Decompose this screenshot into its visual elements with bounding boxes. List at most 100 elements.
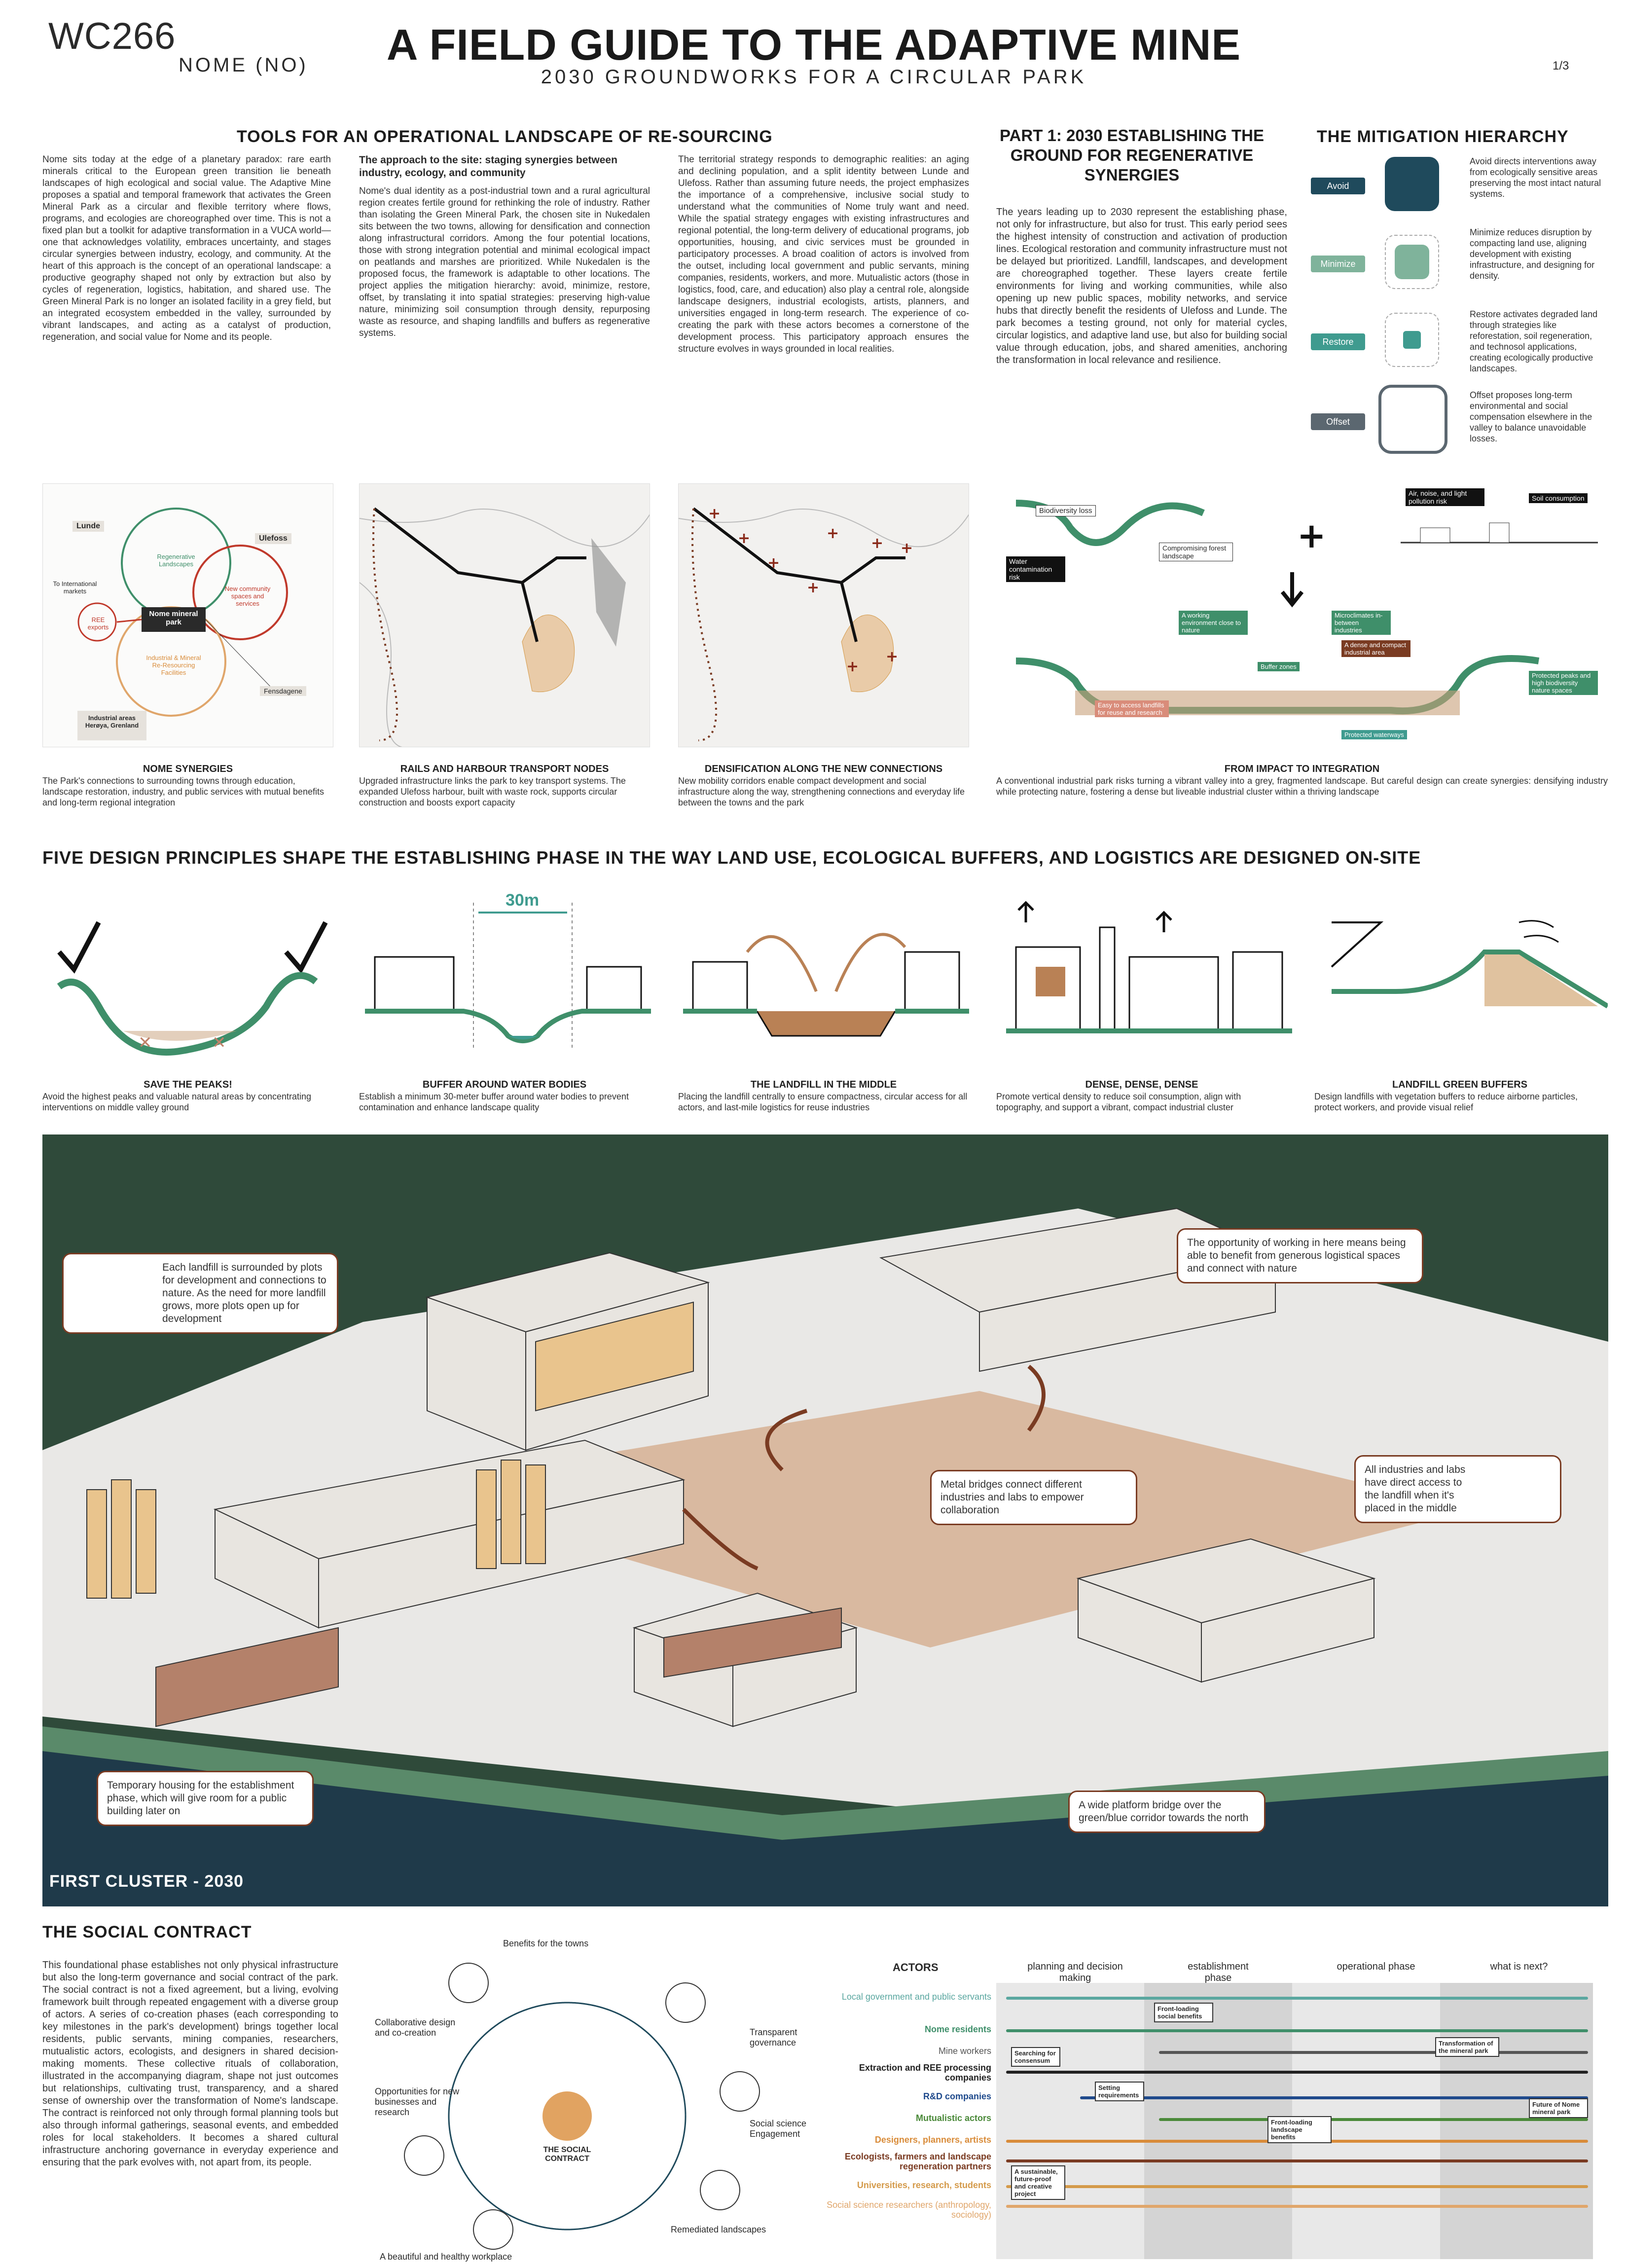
green-buffer-icon <box>1331 920 1609 1009</box>
rails-map <box>360 507 650 747</box>
social-cycle-svg <box>404 1963 760 2250</box>
note-sustainable: A sustainable, future-proof and creative… <box>1011 2165 1065 2200</box>
principle-2-text: Establish a minimum 30-meter buffer arou… <box>359 1092 629 1112</box>
phase-band-1 <box>996 1983 1144 2259</box>
cycle-benefits: Benefits for the towns <box>503 1939 589 1948</box>
social-contract-diagram: Benefits for the towns Transparent gover… <box>365 1924 819 2264</box>
callout-temporary-housing: Temporary housing for the establishment … <box>97 1771 314 1826</box>
bar-ecologists <box>1006 2159 1588 2162</box>
project-code: WC266 <box>48 15 176 57</box>
synergy-label-herøya: Industrial areas Herøya, Grenland <box>85 714 139 729</box>
avoid-square <box>1385 157 1439 211</box>
impact-label-dense: A dense and compact industrial area <box>1341 640 1410 657</box>
svg-text:+: + <box>871 535 883 552</box>
first-cluster-axonometric: Each landfill is surrounded by plots for… <box>42 1134 1608 1906</box>
part1-heading: PART 1: 2030 ESTABLISHING THE GROUND FOR… <box>999 126 1265 184</box>
callout-platform-bridge: A wide platform bridge over the green/bl… <box>1068 1791 1265 1833</box>
note-transformation: Transformation of the mineral park <box>1435 2037 1499 2057</box>
phase-band-4 <box>1440 1983 1593 2259</box>
principle-3-title: THE LANDFILL IN THE MIDDLE <box>750 1079 897 1090</box>
impact-label-landfills: Easy to access landfills for reuse and r… <box>1095 700 1169 717</box>
restore-square <box>1385 313 1439 367</box>
actor-residents: Nome residents <box>924 2024 991 2034</box>
synergy-label-exports: REE exports <box>87 616 109 631</box>
note-social-benefits: Front-loading social benefits <box>1154 2003 1213 2022</box>
phase-label-4: what is next? <box>1490 1961 1548 1972</box>
synergy-label-ulefoss: Ulefoss <box>255 533 291 544</box>
poster-title: A FIELD GUIDE TO THE ADAPTIVE MINE <box>386 20 1241 69</box>
actor-social-science: Social science researchers (anthropology… <box>827 2200 991 2220</box>
principle-3-illustration <box>683 893 969 1061</box>
cycle-governance: Transparent governance <box>750 2027 797 2048</box>
minimize-inner <box>1395 245 1429 279</box>
svg-text:+: + <box>901 540 913 557</box>
callout-working-nature: The opportunity of working in here means… <box>1177 1228 1423 1283</box>
minimize-text: Minimize reduces disruption by compactin… <box>1470 227 1595 281</box>
phase-label-3: operational phase <box>1337 1961 1415 1972</box>
synergy-label-industrial: Industrial & Mineral Re-Resourcing Facil… <box>146 654 201 676</box>
synergy-label-markets: To International markets <box>53 580 97 595</box>
map2-title: RAILS AND HARBOUR TRANSPORT NODES <box>400 764 609 774</box>
note-consensum: Searching for consensum <box>1011 2047 1060 2067</box>
callout-metal-bridges: Metal bridges connect different industri… <box>930 1470 1137 1525</box>
map1-text: The Park's connections to surrounding to… <box>42 776 324 807</box>
svg-text:+: + <box>807 579 819 596</box>
impact-label-buffer: Buffer zones <box>1258 662 1300 671</box>
svg-text:+: + <box>1297 515 1326 556</box>
tools-col2-heading: The approach to the site: staging synerg… <box>359 154 617 179</box>
synergy-diagram <box>77 508 288 740</box>
minimize-square <box>1385 235 1439 289</box>
principle-3-text: Placing the landfill centrally to ensure… <box>678 1092 968 1112</box>
impact-label-waterways: Protected waterways <box>1341 730 1407 739</box>
map2-text: Upgraded infrastructure links the park t… <box>359 776 626 807</box>
impact-label-forest: Compromising forest landscape <box>1159 543 1233 561</box>
phase-bands <box>996 1983 1593 2259</box>
poster-subtitle: 2030 GROUNDWORKS FOR A CIRCULAR PARK <box>541 66 1087 88</box>
principle-1-title: SAVE THE PEAKS! <box>144 1079 232 1090</box>
svg-text:✕: ✕ <box>212 1033 226 1053</box>
bar-universities <box>1006 2185 1588 2188</box>
principle-5-title: LANDFILL GREEN BUFFERS <box>1392 1079 1528 1090</box>
save-peaks-icon: ✕ ✕ <box>57 921 328 1056</box>
axonometric-drawing <box>42 1207 1608 1906</box>
svg-text:+: + <box>738 530 750 547</box>
principle-1-illustration: ✕ ✕ <box>49 893 335 1061</box>
impact-caption: A conventional industrial park risks tur… <box>996 776 1608 797</box>
actor-local-government: Local government and public servants <box>841 1992 991 2002</box>
tools-heading: TOOLS FOR AN OPERATIONAL LANDSCAPE OF RE… <box>237 127 773 146</box>
principle-5-illustration <box>1322 893 1609 1061</box>
svg-text:+: + <box>767 554 780 572</box>
density-icon <box>1006 901 1292 1033</box>
avoid-text: Avoid directs interventions away from ec… <box>1470 156 1601 199</box>
bar-rnd <box>1080 2096 1588 2099</box>
note-landscape-benefits: Front-loading landscape benefits <box>1267 2116 1332 2143</box>
project-location: NOME (NO) <box>179 54 308 76</box>
bar-mine-workers <box>1159 2051 1588 2054</box>
offset-text: Offset proposes long-term environmental … <box>1470 390 1592 443</box>
cycle-landscapes: Remediated landscapes <box>671 2225 766 2234</box>
svg-text:+: + <box>827 525 839 542</box>
cycle-collaborative: Collaborative design and co-creation <box>375 2017 456 2038</box>
actor-ecologists: Ecologists, farmers and landscape regene… <box>844 2152 991 2171</box>
phase-label-1: planning and decision making <box>1027 1961 1123 1983</box>
svg-text:✕: ✕ <box>138 1033 152 1053</box>
map3-title: DENSIFICATION ALONG THE NEW CONNECTIONS <box>704 764 943 774</box>
impact-label-working: A working environment close to nature <box>1179 611 1248 635</box>
impact-diagram: + Biodiversity loss Water contamination … <box>996 483 1608 760</box>
actor-rnd: R&D companies <box>923 2091 991 2101</box>
actor-extraction: Extraction and REE processing companies <box>859 2063 991 2083</box>
impact-label-microclimates: Microclimates in-between industries <box>1332 611 1391 635</box>
principle-4-text: Promote vertical density to reduce soil … <box>996 1092 1241 1112</box>
restore-pill: Restore <box>1311 333 1365 350</box>
actor-list: Local government and public servants Nom… <box>809 1988 991 2264</box>
cycle-center-label: THE SOCIAL CONTRACT <box>543 2146 591 2163</box>
principle-4-title: DENSE, DENSE, DENSE <box>1085 1079 1198 1090</box>
map-densification: +++ +++ +++ <box>678 483 969 747</box>
bar-local-government <box>1006 1997 1588 2000</box>
avoid-pill: Avoid <box>1311 178 1365 194</box>
offset-pill: Offset <box>1311 413 1365 430</box>
synergy-label-park: Nome mineral park <box>149 610 198 626</box>
principle-4-illustration <box>1006 893 1292 1061</box>
central-landfill-icon <box>683 933 969 1037</box>
page-number: 1/3 <box>1553 59 1569 73</box>
